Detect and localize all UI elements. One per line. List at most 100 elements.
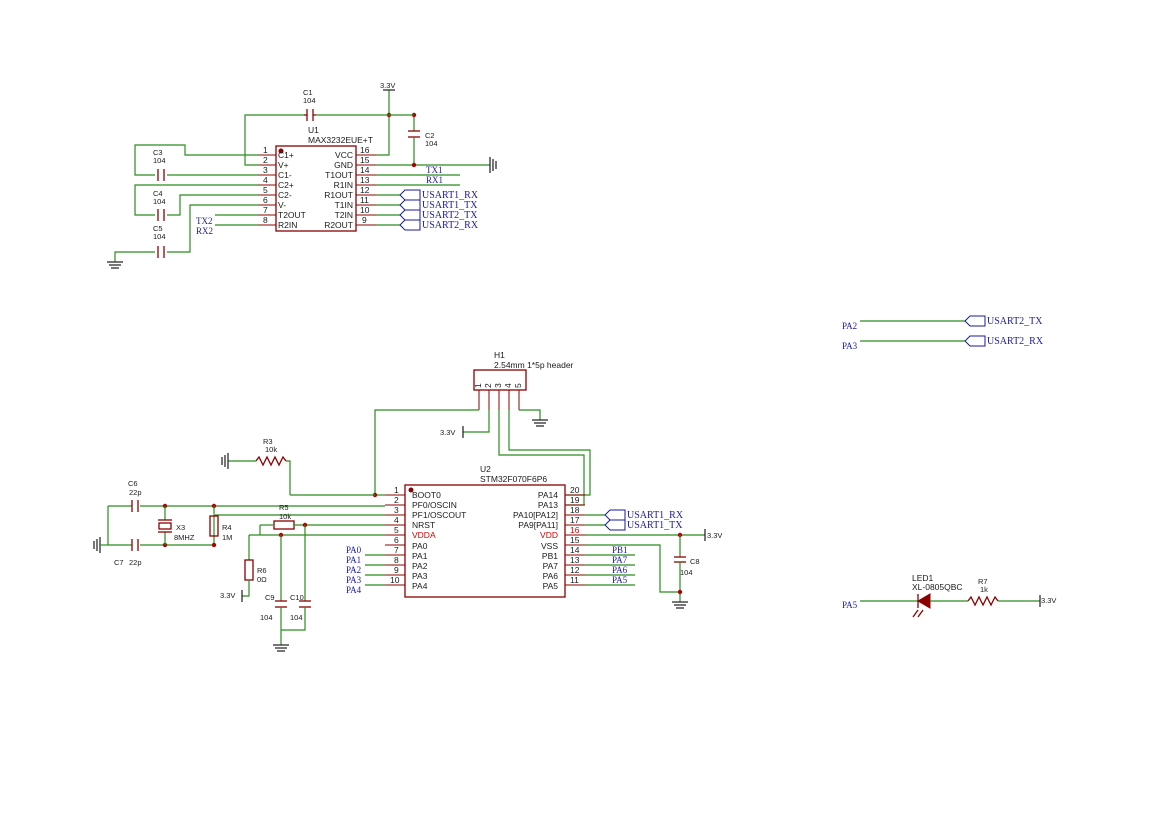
u2-pin-4-num: 4: [394, 515, 399, 525]
r6-resistor: [244, 559, 254, 581]
u1-pin-14-num: 14: [360, 165, 370, 175]
r6-ref: R6: [257, 566, 267, 575]
u2-pin-3-num: 3: [394, 505, 399, 515]
bridge-net-pa3: PA3: [842, 341, 858, 351]
c10-ref: C10: [290, 593, 304, 602]
u2-net-usart1-rx: USART1_RX: [627, 510, 684, 521]
u2-pin-15-num: 15: [570, 535, 580, 545]
ground-symbol-u1: [489, 157, 497, 173]
c9-capacitor: [275, 600, 287, 608]
u1-pin-11-num: 11: [360, 195, 369, 205]
r6-value: 0Ω: [257, 575, 267, 584]
u2-pin-3-name: PF1/OSCOUT: [412, 510, 466, 520]
u2-body: [404, 484, 566, 598]
u2-pin-11-num: 11: [570, 575, 579, 585]
c6-capacitor: [131, 500, 139, 512]
ground-symbol-r3: [221, 453, 229, 469]
c1-ref: C1: [303, 88, 313, 97]
u2-pin-18-name: PA10[PA12]: [513, 510, 558, 520]
u2-net-pa3: PA3: [346, 575, 362, 585]
stm32-block: U2 STM32F070F6P6 1 2 3 4 5 6 7 8 9 10 BO…: [93, 437, 722, 652]
c9-value: 104: [260, 613, 273, 622]
u2-pin-16-num: 16: [570, 525, 580, 535]
u1-pin-14-name: T1OUT: [325, 170, 353, 180]
r3-resistor: [255, 455, 287, 467]
x3-value: 8MHZ: [174, 533, 195, 542]
u1-net-usart2-rx: USART2_RX: [422, 220, 479, 231]
h1-pin-2: 2: [483, 383, 493, 388]
c8-capacitor: [674, 556, 686, 563]
r4-resistor: [209, 515, 219, 537]
u2-pin-9-num: 9: [394, 565, 399, 575]
c7-capacitor: [131, 539, 139, 551]
c1-value: 104: [303, 96, 316, 105]
led1-ref: LED1: [912, 573, 934, 583]
u2-pin-14-num: 14: [570, 545, 580, 555]
u1-pin-8-name: R2IN: [278, 220, 297, 230]
u1-vcc-label: 3.3V: [380, 81, 395, 90]
h1-body: [473, 369, 527, 391]
u2-pin-1-num: 1: [394, 485, 399, 495]
u1-pin-3-name: C1-: [278, 170, 292, 180]
r3-value: 10k: [265, 445, 277, 454]
c9-ref: C9: [265, 593, 275, 602]
u2-pin-1-name: BOOT0: [412, 490, 441, 500]
c10-value: 104: [290, 613, 303, 622]
led-33v-label: 3.3V: [1041, 596, 1056, 605]
u1-pin-7-name: T2OUT: [278, 210, 306, 220]
r4-ref: R4: [222, 523, 232, 532]
ground-symbol-c5: [107, 261, 123, 269]
c4-value: 104: [153, 197, 166, 206]
u1-pin-5-num: 5: [263, 185, 268, 195]
r6-33v-label: 3.3V: [220, 591, 235, 600]
c2-ref: C2: [425, 131, 435, 140]
c8-ref: C8: [690, 557, 700, 566]
ground-symbol-rst: [273, 644, 289, 652]
u2-net-pa6: PA6: [612, 565, 628, 575]
ground-symbol-osc: [93, 537, 101, 553]
u2-vdd-33v: 3.3V: [707, 531, 722, 540]
u1-pin-8-num: 8: [263, 215, 268, 225]
led-section: PA5 LED1 XL-0805QBC R7 1k 3.3V: [842, 573, 1056, 618]
u2-pin-4-name: NRST: [412, 520, 435, 530]
u1-pin-16-num: 16: [360, 145, 370, 155]
bridge-net-pa2: PA2: [842, 321, 857, 331]
r7-resistor: [967, 595, 999, 607]
x3-ref: X3: [176, 523, 185, 532]
u1-pin-15-num: 15: [360, 155, 370, 165]
u1-pin-13-num: 13: [360, 175, 370, 185]
u1-pin-5-name: C2-: [278, 190, 292, 200]
max3232-block: U1 MAX3232EUE+T 1 2 3 4 5 6 7 8 C1+ V+ C…: [107, 81, 497, 269]
u2-pin-18-num: 18: [570, 505, 580, 515]
u2-pin-5-num: 5: [394, 525, 399, 535]
h1-pin-5: 5: [513, 383, 523, 388]
u1-ref: U1: [308, 125, 319, 135]
led1-diode: [912, 593, 931, 618]
u2-pin-20-name: PA14: [538, 490, 558, 500]
u1-pin-11-name: T1IN: [335, 200, 353, 210]
u2-pin-7-name: PA0: [412, 541, 428, 551]
u2-pin-19-num: 19: [570, 495, 580, 505]
r5-value: 10k: [279, 512, 291, 521]
u1-pin-12-name: R1OUT: [324, 190, 353, 200]
r5-resistor: [273, 520, 295, 530]
u1-net-tx2: TX2: [196, 216, 213, 226]
u1-net-tx1: TX1: [426, 165, 443, 175]
c1-capacitor: [304, 109, 316, 121]
u2-pin-20-num: 20: [570, 485, 580, 495]
bridge-label-usart2-tx: USART2_TX: [987, 316, 1043, 327]
led-net-pa5: PA5: [842, 600, 858, 610]
u1-net-usart1-tx: USART1_TX: [422, 200, 478, 211]
u1-pin-7-num: 7: [263, 205, 268, 215]
u1-value: MAX3232EUE+T: [308, 135, 373, 145]
u1-body: [275, 145, 357, 232]
c8-value: 104: [680, 568, 693, 577]
u2-net-pa0: PA0: [346, 545, 362, 555]
u2-pin-5-name: VDDA: [412, 530, 436, 540]
u2-pin-8-name: PA1: [412, 551, 428, 561]
c4-ref: C4: [153, 189, 163, 198]
c3-capacitor: [157, 169, 165, 181]
u1-pin-10-name: T2IN: [335, 210, 353, 220]
u1-net-rx2: RX2: [196, 226, 213, 236]
